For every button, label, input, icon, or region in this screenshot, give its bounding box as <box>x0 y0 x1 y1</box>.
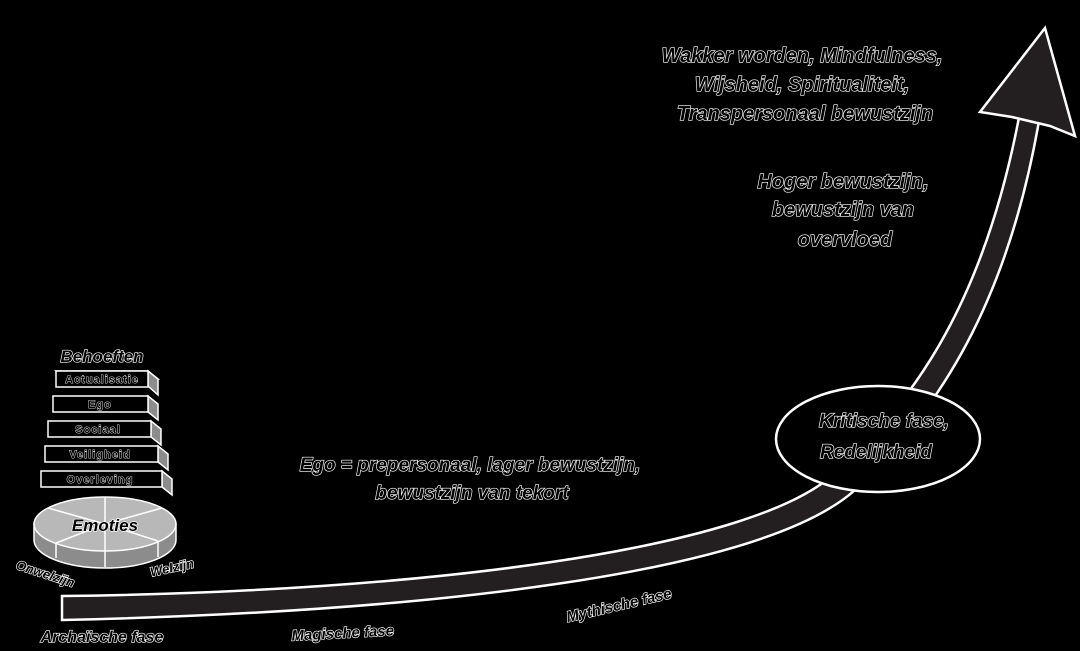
higher-line-1: Hoger bewustzijn, <box>757 171 928 193</box>
needs-title: Behoeften <box>60 347 143 366</box>
emotions-label: Emoties <box>72 516 138 535</box>
needs-step-4: Veiligheid <box>44 444 169 472</box>
critical-phase-node: Kritische fase, Redelijkheid <box>774 384 982 494</box>
needs-step-5: Overleving <box>40 469 173 497</box>
needs-step-label-5: Overleving <box>67 474 134 486</box>
needs-step-2: Ego <box>52 394 159 422</box>
mythic-phase-label: Mythische fase <box>565 585 674 626</box>
higher-line-3: overvloed <box>798 229 893 251</box>
magic-phase-label: Magische fase <box>291 622 394 644</box>
critical-phase-line-1: Kritische fase, <box>819 411 949 432</box>
needs-step-label-1: Actualisatie <box>65 374 139 386</box>
ego-line-1: Ego = prepersonaal, lager bewustzijn, <box>300 455 641 476</box>
needs-step-label-3: Sociaal <box>75 424 121 436</box>
needs-step-1: Actualisatie <box>53 369 161 397</box>
ego-block: Ego = prepersonaal, lager bewustzijn, be… <box>299 454 641 504</box>
critical-phase-line-2: Redelijkheid <box>820 442 932 463</box>
transpersonal-line-2: Wijsheid, Spiritualiteit, <box>695 74 909 96</box>
ego-line-2: bewustzijn van tekort <box>375 483 569 504</box>
transpersonal-line-1: Wakker worden, Mindfulness, <box>662 45 943 67</box>
transpersonal-line-3: Transpersonaal bewustzijn <box>677 103 933 125</box>
emotions-disc: Emoties <box>33 496 177 569</box>
needs-pyramid: Behoeften Actualisatie Ego Sociaal Veili… <box>40 346 173 497</box>
higher-line-2: bewustzijn van <box>772 199 914 221</box>
transpersonal-block: Wakker worden, Mindfulness, Wijsheid, Sp… <box>661 44 943 125</box>
archaic-phase-label: Archaïsche fase <box>40 629 164 646</box>
needs-step-3: Sociaal <box>47 419 162 447</box>
higher-consciousness-block: Hoger bewustzijn, bewustzijn van overvlo… <box>757 170 929 251</box>
development-arrow <box>60 25 1077 622</box>
critical-phase-ellipse <box>774 384 982 494</box>
needs-step-label-2: Ego <box>88 399 112 411</box>
needs-step-label-4: Veiligheid <box>69 449 130 461</box>
arrow-head-icon <box>977 25 1077 139</box>
